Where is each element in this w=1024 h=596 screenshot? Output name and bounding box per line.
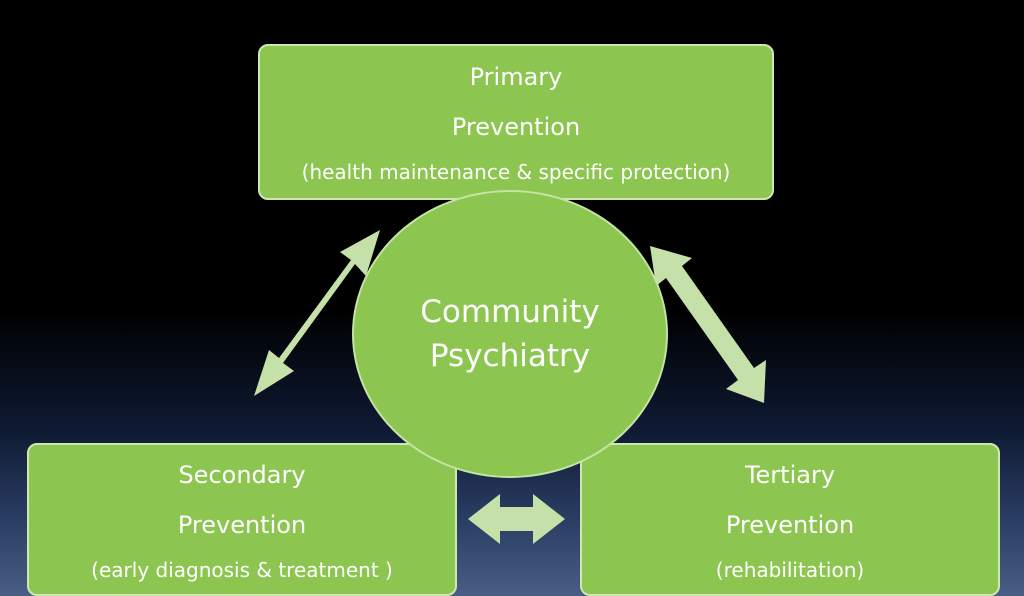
primary-prevention-box: Primary Prevention (health maintenance &… <box>258 44 774 200</box>
center-line-1: Community <box>420 294 600 330</box>
tertiary-subtitle: Prevention <box>725 510 855 539</box>
tertiary-title: Tertiary <box>744 460 836 489</box>
primary-title: Primary <box>469 63 563 91</box>
center-line-2: Psychiatry <box>429 338 591 374</box>
secondary-description: (early diagnosis & treatment ) <box>91 557 393 582</box>
primary-description: (health maintenance & specific protectio… <box>301 160 731 184</box>
double-arrow-horizontal-icon <box>468 494 565 544</box>
secondary-prevention-box: Secondary Prevention (early diagnosis & … <box>27 443 457 596</box>
tertiary-prevention-box: Tertiary Prevention (rehabilitation) <box>580 443 1000 596</box>
secondary-title: Secondary <box>178 460 306 489</box>
secondary-subtitle: Prevention <box>177 510 307 539</box>
community-psychiatry-circle: Community Psychiatry <box>352 190 668 478</box>
primary-subtitle: Prevention <box>451 113 581 141</box>
tertiary-description: (rehabilitation) <box>715 557 865 582</box>
